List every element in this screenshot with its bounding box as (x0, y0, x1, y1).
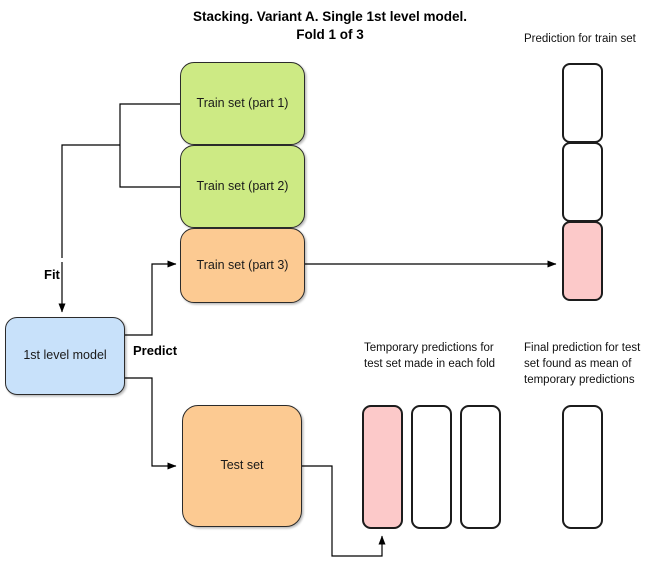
node-train-set-part-2-label: Train set (part 2) (196, 178, 289, 193)
train-prediction-cell-2 (562, 142, 603, 222)
temporary-prediction-bar-3 (460, 405, 501, 529)
edge-label-predict: Predict (133, 343, 178, 358)
caption-temporary-predictions: Temporary predictions for test set made … (364, 342, 496, 370)
node-first-level-model-label: 1st level model (23, 348, 107, 363)
final-prediction-bar (562, 405, 603, 529)
node-train-set-part-1-label: Train set (part 1) (196, 95, 289, 110)
node-test-set[interactable]: Test set (182, 405, 302, 527)
train-prediction-cell-3 (562, 221, 603, 301)
model-to-train-part3-arrow (125, 260, 177, 336)
caption-final-prediction: Final prediction for test set found as m… (524, 342, 641, 386)
temporary-prediction-bar-2 (411, 405, 452, 529)
diagram-title: Stacking. Variant A. Single 1st level mo… (150, 8, 510, 44)
node-train-set-part-3-label: Train set (part 3) (196, 257, 289, 272)
diagram-title-line-2: Fold 1 of 3 (296, 27, 364, 43)
node-train-set-part-3[interactable]: Train set (part 3) (180, 228, 305, 303)
node-test-set-label: Test set (220, 458, 264, 473)
diagram-title-line-1: Stacking. Variant A. Single 1st level mo… (192, 9, 468, 24)
test-set-to-temporary-prediction-arrow (302, 465, 386, 557)
edge-label-fit: Fit (44, 267, 60, 282)
train-prediction-cell-1 (562, 63, 603, 143)
node-first-level-model[interactable]: 1st level model (5, 317, 125, 395)
train-bracket-connector (119, 103, 180, 188)
bracket-to-fit-stem (61, 144, 120, 258)
temporary-prediction-bar-1 (362, 405, 403, 529)
node-train-set-part-1[interactable]: Train set (part 1) (180, 62, 305, 145)
node-train-set-part-2[interactable]: Train set (part 2) (180, 145, 305, 228)
model-to-test-set-arrow (125, 377, 177, 470)
caption-prediction-for-train-set: Prediction for train set (524, 33, 636, 45)
